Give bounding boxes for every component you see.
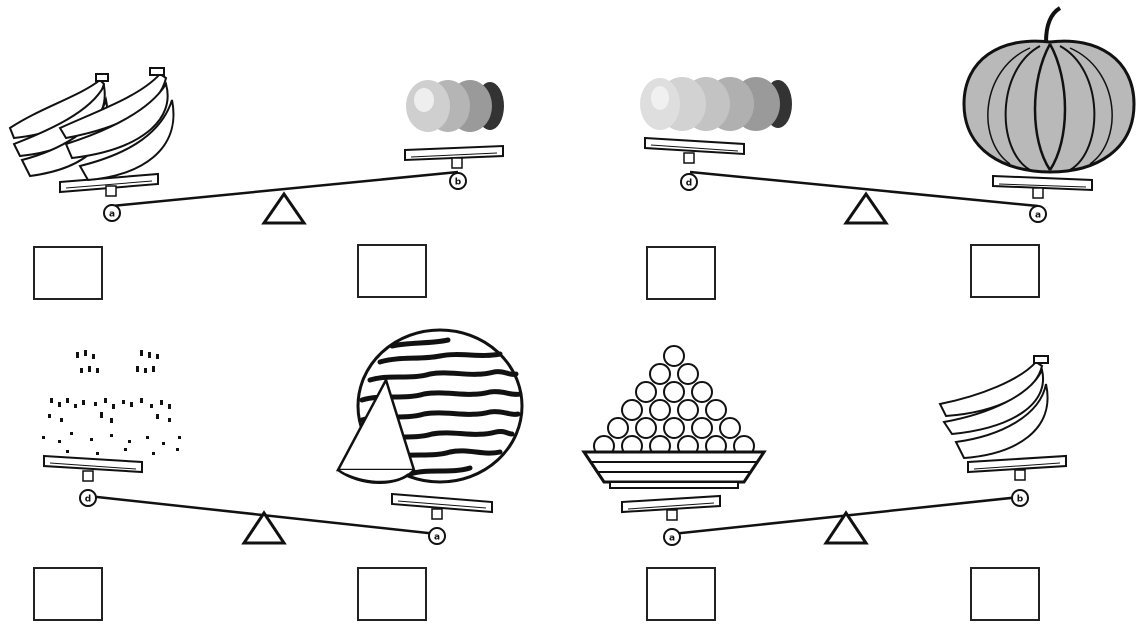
answer-box[interactable] xyxy=(33,246,103,300)
answer-box[interactable] xyxy=(646,567,716,621)
answer-box[interactable] xyxy=(357,567,427,621)
right-pan: b xyxy=(967,454,1067,507)
pan-label: d xyxy=(85,495,91,505)
fulcrum-icon xyxy=(823,510,869,545)
fulcrum-icon xyxy=(241,510,287,545)
left-pan: d xyxy=(43,454,143,507)
rolls-icon xyxy=(406,80,504,132)
pan-label-circle xyxy=(428,527,446,545)
beam xyxy=(689,170,1039,208)
pan-label-circle xyxy=(449,172,467,190)
bananas-icon xyxy=(8,67,175,182)
pan-label-circle xyxy=(103,204,121,222)
pan-label-circle xyxy=(663,528,681,546)
beam xyxy=(111,170,459,208)
pan-label: a xyxy=(434,533,440,543)
left-pan: d xyxy=(644,136,745,191)
pan-label-circle xyxy=(680,173,698,191)
fulcrum-icon xyxy=(843,191,889,225)
seeds-icon xyxy=(42,350,181,455)
right-pan: a xyxy=(391,492,493,545)
balance-scale-4: a b xyxy=(581,345,1067,546)
fulcrum-icon xyxy=(261,191,307,225)
pan-label: a xyxy=(669,534,675,544)
pan-label: b xyxy=(1017,495,1024,505)
answer-box[interactable] xyxy=(970,244,1040,298)
rolls-icon xyxy=(640,77,792,131)
answer-box[interactable] xyxy=(970,567,1040,621)
answer-box[interactable] xyxy=(33,567,103,621)
pan-label: a xyxy=(109,210,115,220)
balance-scale-1: a b xyxy=(8,67,504,225)
left-pan: a xyxy=(59,172,159,222)
pan-label-circle xyxy=(1029,205,1047,223)
answer-box[interactable] xyxy=(646,246,716,300)
pan-label-circle xyxy=(1011,489,1029,507)
balance-scale-3: d a xyxy=(42,328,524,545)
balance-scale-2: d a xyxy=(640,6,1136,225)
pan-label: a xyxy=(1035,211,1041,221)
right-pan: b xyxy=(404,144,504,190)
pumpkin-icon xyxy=(962,6,1136,174)
pan-label: b xyxy=(455,178,462,188)
bananas-icon xyxy=(938,355,1049,460)
answer-box[interactable] xyxy=(357,244,427,298)
right-pan: a xyxy=(992,174,1093,223)
fruit-pyramid-icon xyxy=(581,345,767,489)
pan-label-circle xyxy=(79,489,97,507)
left-pan: a xyxy=(621,494,721,546)
watermelon-icon xyxy=(335,328,524,484)
pan-label: d xyxy=(686,179,692,189)
